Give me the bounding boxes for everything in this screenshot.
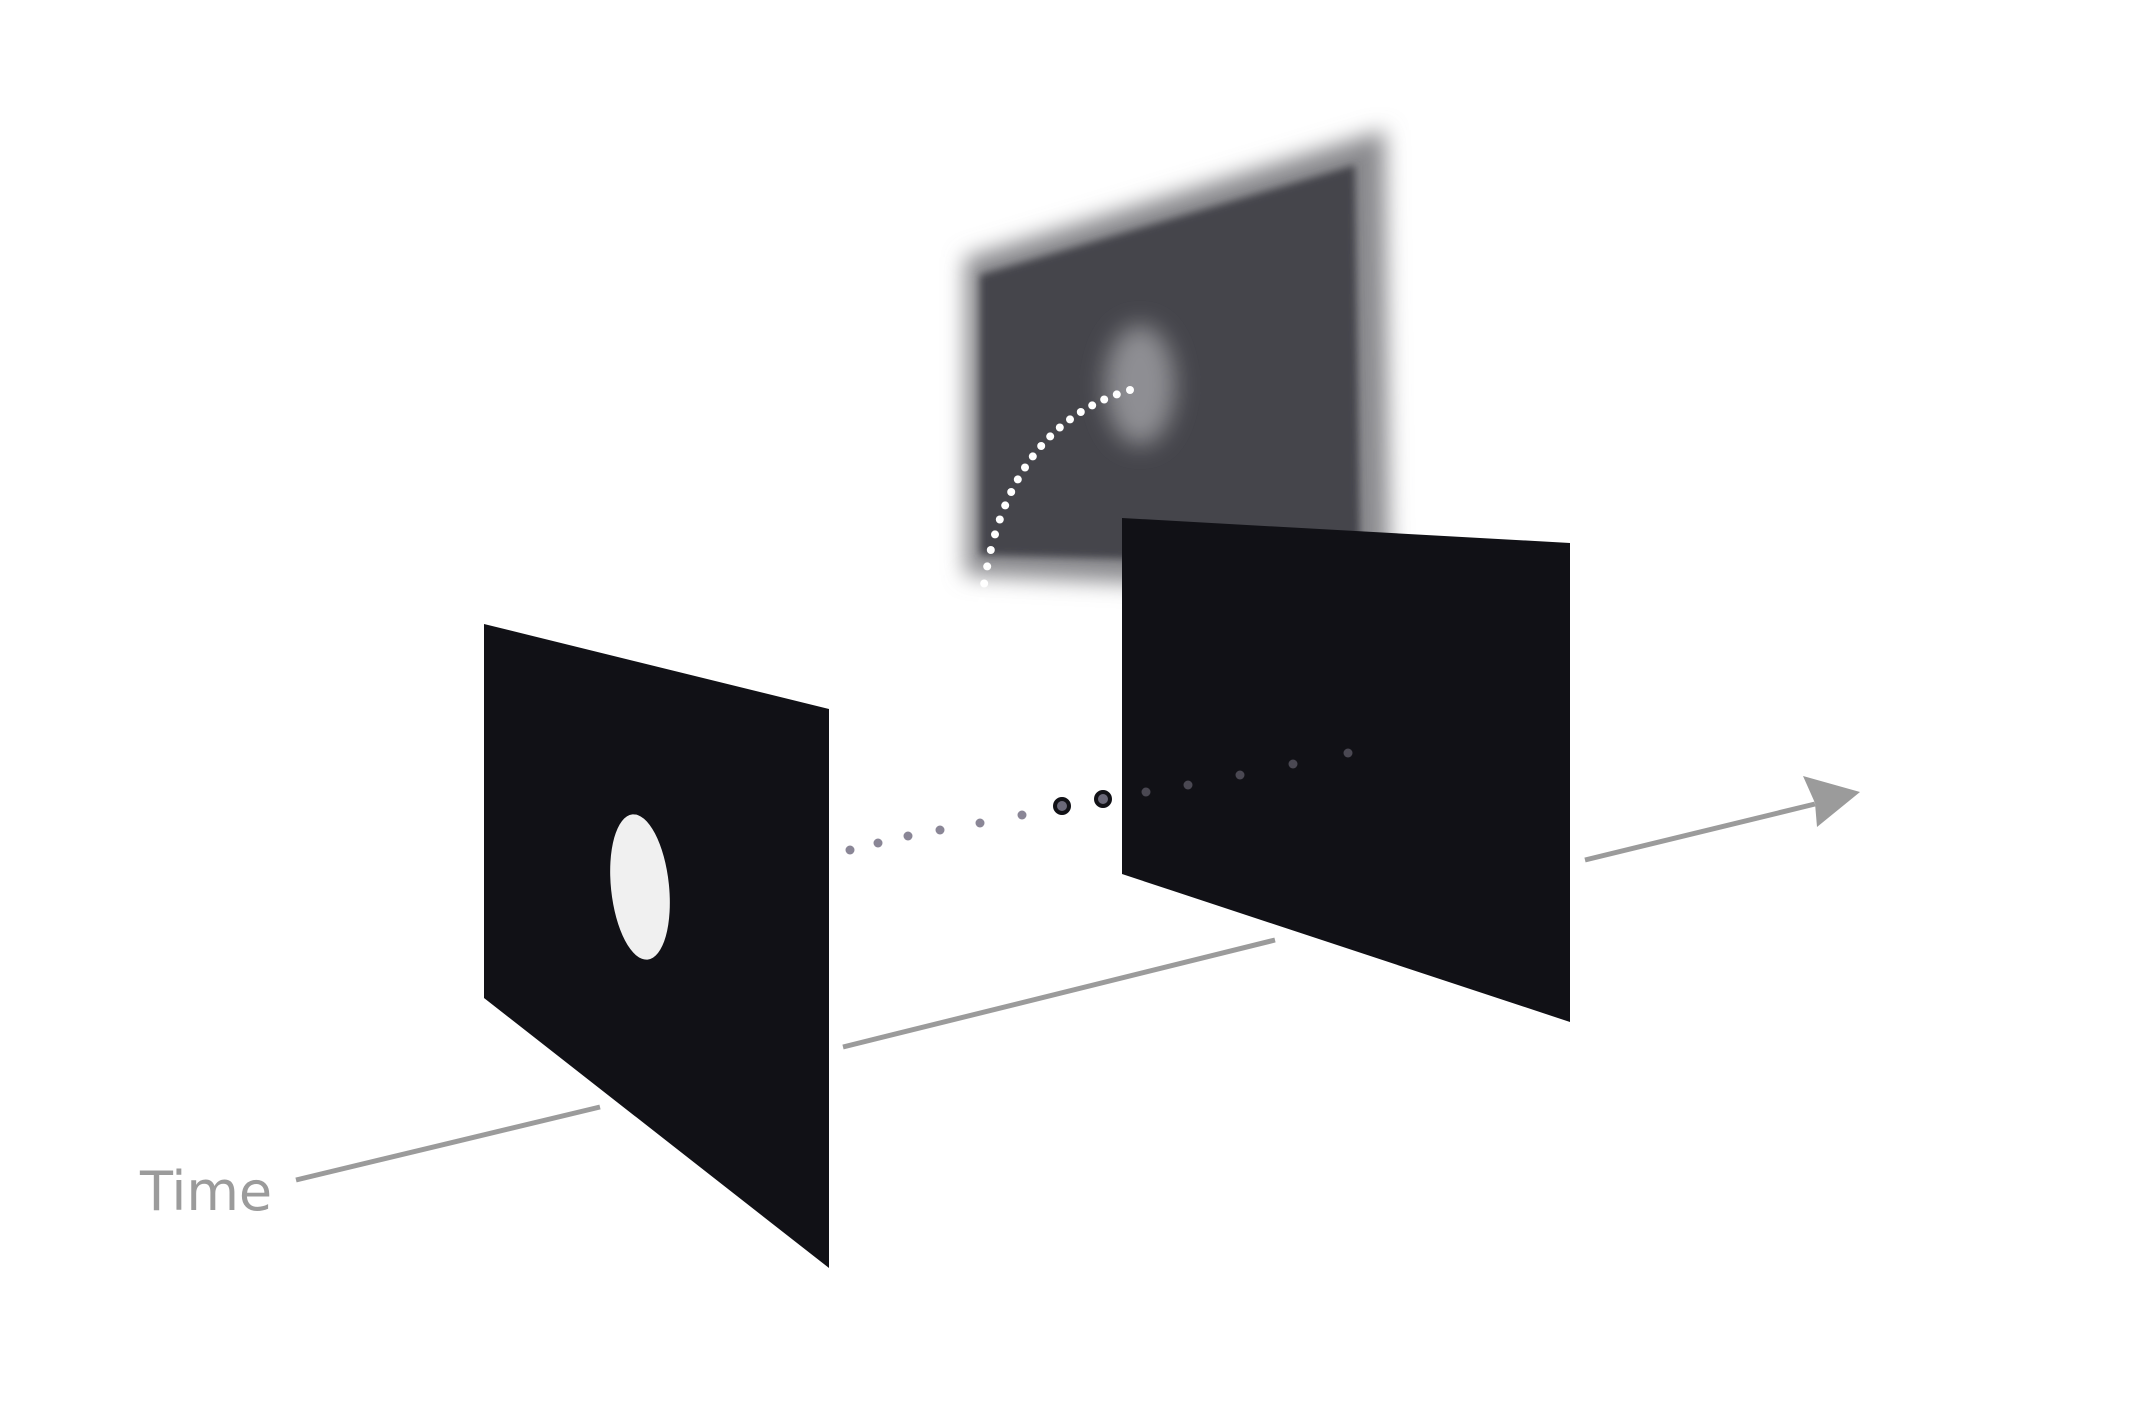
- ghost-trajectory-dot-11: [1021, 463, 1029, 472]
- trajectory-dot-3: [903, 831, 913, 841]
- frame-dot-3: [1235, 770, 1245, 780]
- ghost-trajectory-dot-6: [991, 530, 999, 539]
- frame-dot-1: [1141, 787, 1151, 797]
- frame-dot-2: [1183, 780, 1193, 790]
- ghost-trajectory-dot-8: [1001, 501, 1010, 510]
- ghost-trajectory-dot-3: [980, 579, 989, 588]
- ghost-trajectory-dot-16: [1066, 415, 1074, 424]
- time-axis-label: Time: [139, 1160, 272, 1223]
- front-frame: [484, 624, 829, 1268]
- ghost-trajectory-dot-19: [1100, 395, 1109, 404]
- position-marker-1: [1053, 797, 1071, 815]
- trajectory-dots-on-back-frame: [1141, 748, 1353, 797]
- trajectory-dot-5: [975, 818, 985, 828]
- ghost-trajectory-dot-5: [986, 546, 995, 554]
- trajectory-dots-to-ghost: [976, 386, 1134, 624]
- time-axis: [295, 801, 1816, 1183]
- trajectory-dot-6: [1017, 810, 1027, 820]
- frame-dot-5: [1343, 748, 1353, 758]
- ghost-trajectory-dot-14: [1046, 432, 1055, 441]
- ghost-object: [1105, 325, 1175, 445]
- axis-segment-back: [1584, 801, 1816, 863]
- ghost-trajectory-dot-9: [1007, 488, 1016, 496]
- frame-dot-4: [1288, 759, 1298, 769]
- trajectory-dot-2: [873, 838, 883, 848]
- trajectory-dots-between-frames: [845, 810, 1027, 855]
- ghost-frame: [965, 130, 1390, 595]
- axis-segment-front: [295, 1104, 601, 1183]
- position-marker-2: [1094, 790, 1112, 808]
- axis-arrowhead: [1803, 776, 1860, 827]
- ghost-trajectory-dot-7: [995, 515, 1004, 524]
- trajectory-dot-4: [935, 825, 945, 835]
- back-frame-face: [1122, 518, 1570, 1022]
- axis-segment-middle: [842, 937, 1276, 1050]
- ghost-trajectory-dot-13: [1037, 442, 1046, 450]
- ghost-trajectory-dot-2: [977, 597, 986, 606]
- trajectory-dot-1: [845, 845, 855, 855]
- ghost-trajectory-dot-10: [1013, 475, 1022, 484]
- ghost-trajectory-dot-1: [976, 616, 984, 624]
- tracked-object: [610, 814, 670, 960]
- ghost-trajectory-dot-4: [983, 562, 992, 571]
- ghost-trajectory-dot-12: [1028, 452, 1037, 461]
- ghost-trajectory-dot-15: [1055, 423, 1064, 432]
- ghost-trajectory-dot-17: [1076, 408, 1085, 416]
- ghost-trajectory-dot-21: [1126, 386, 1134, 394]
- ghost-trajectory-dot-20: [1112, 390, 1121, 399]
- ghost-trajectory-dot-18: [1088, 401, 1097, 410]
